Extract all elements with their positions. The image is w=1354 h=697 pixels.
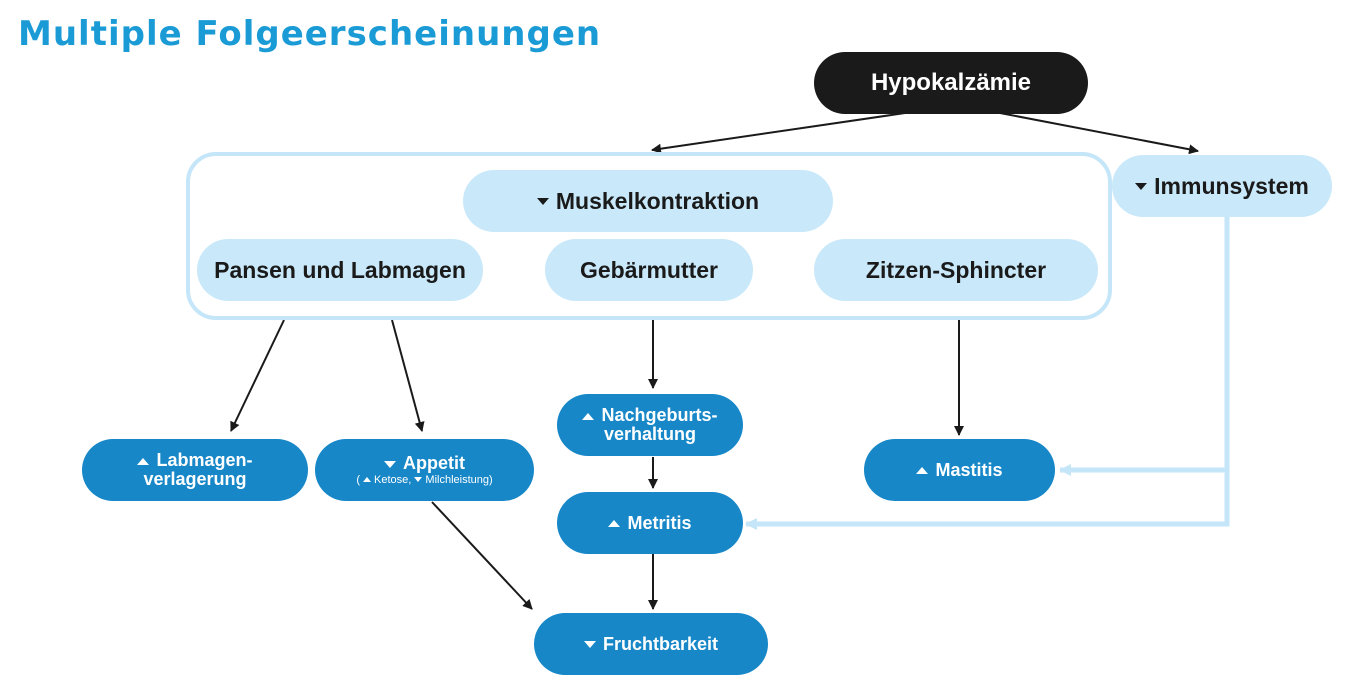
node-fruchtbarkeit: Fruchtbarkeit (534, 613, 768, 675)
node-mastitis: Mastitis (864, 439, 1055, 501)
up-triangle-icon (916, 466, 929, 474)
node-appetit-label: Appetit (402, 452, 465, 473)
node-pansen-labmagen: Pansen und Labmagen (197, 239, 483, 301)
down-triangle-icon (414, 477, 423, 483)
down-triangle-icon (1135, 182, 1148, 190)
arrow-to-labmagen (230, 319, 285, 432)
node-zitzen-label: Zitzen-Sphincter (865, 256, 1047, 283)
node-appetit: Appetit ( Ketose, Milchleistung) (315, 439, 534, 501)
diagram-title: Multiple Folgeerscheinungen (18, 14, 602, 54)
arrow-hypo-to-immun (999, 112, 1199, 155)
node-pansen-label: Pansen und Labmagen (214, 256, 466, 283)
arrow-appetit-to-fruchtbarkeit (431, 501, 533, 610)
node-zitzen-sphincter: Zitzen-Sphincter (814, 239, 1098, 301)
appetit-ketose-label: Ketose, (374, 473, 412, 486)
node-nachgeburt-line1: Nachgeburts- (601, 405, 718, 426)
appetit-milch-label: Milchleistung) (425, 473, 493, 486)
node-immunsystem: Immunsystem (1112, 155, 1332, 217)
node-nachgeburtsverhaltung: Nachgeburts- verhaltung (557, 394, 743, 456)
muskel-group-frame (186, 152, 1112, 320)
node-hypokalzaemie: Hypokalzämie (814, 52, 1088, 114)
node-metritis-label: Metritis (627, 512, 692, 533)
node-labmagen-line1: Labmagen- (156, 450, 253, 471)
node-nachgeburt-line2: verhaltung (603, 424, 696, 444)
node-labmagenverlagerung: Labmagen- verlagerung (82, 439, 308, 501)
arrow-hypo-to-muskel (651, 112, 906, 154)
node-fruchtbarkeit-label: Fruchtbarkeit (602, 633, 719, 654)
node-hypokalzaemie-label: Hypokalzämie (870, 69, 1032, 97)
immun-connector (745, 217, 1230, 530)
node-gebaermutter-label: Gebärmutter (579, 256, 719, 283)
node-gebaermutter: Gebärmutter (545, 239, 753, 301)
up-triangle-icon (137, 457, 150, 465)
appetit-paren-open: ( (356, 473, 360, 486)
up-triangle-icon (582, 412, 595, 420)
arrow-to-appetit (391, 319, 425, 432)
node-appetit-subline: ( Ketose, Milchleistung) (356, 473, 493, 487)
down-triangle-icon (583, 640, 596, 648)
node-labmagen-line2: verlagerung (143, 469, 247, 489)
up-triangle-icon (608, 519, 621, 527)
node-muskelkontraktion-label: Muskelkontraktion (555, 187, 760, 214)
down-triangle-icon (383, 460, 396, 468)
down-triangle-icon (536, 197, 549, 205)
up-triangle-icon (363, 477, 372, 483)
node-metritis: Metritis (557, 492, 743, 554)
node-muskelkontraktion: Muskelkontraktion (463, 170, 833, 232)
node-immunsystem-label: Immunsystem (1154, 172, 1309, 199)
node-mastitis-label: Mastitis (935, 459, 1003, 480)
